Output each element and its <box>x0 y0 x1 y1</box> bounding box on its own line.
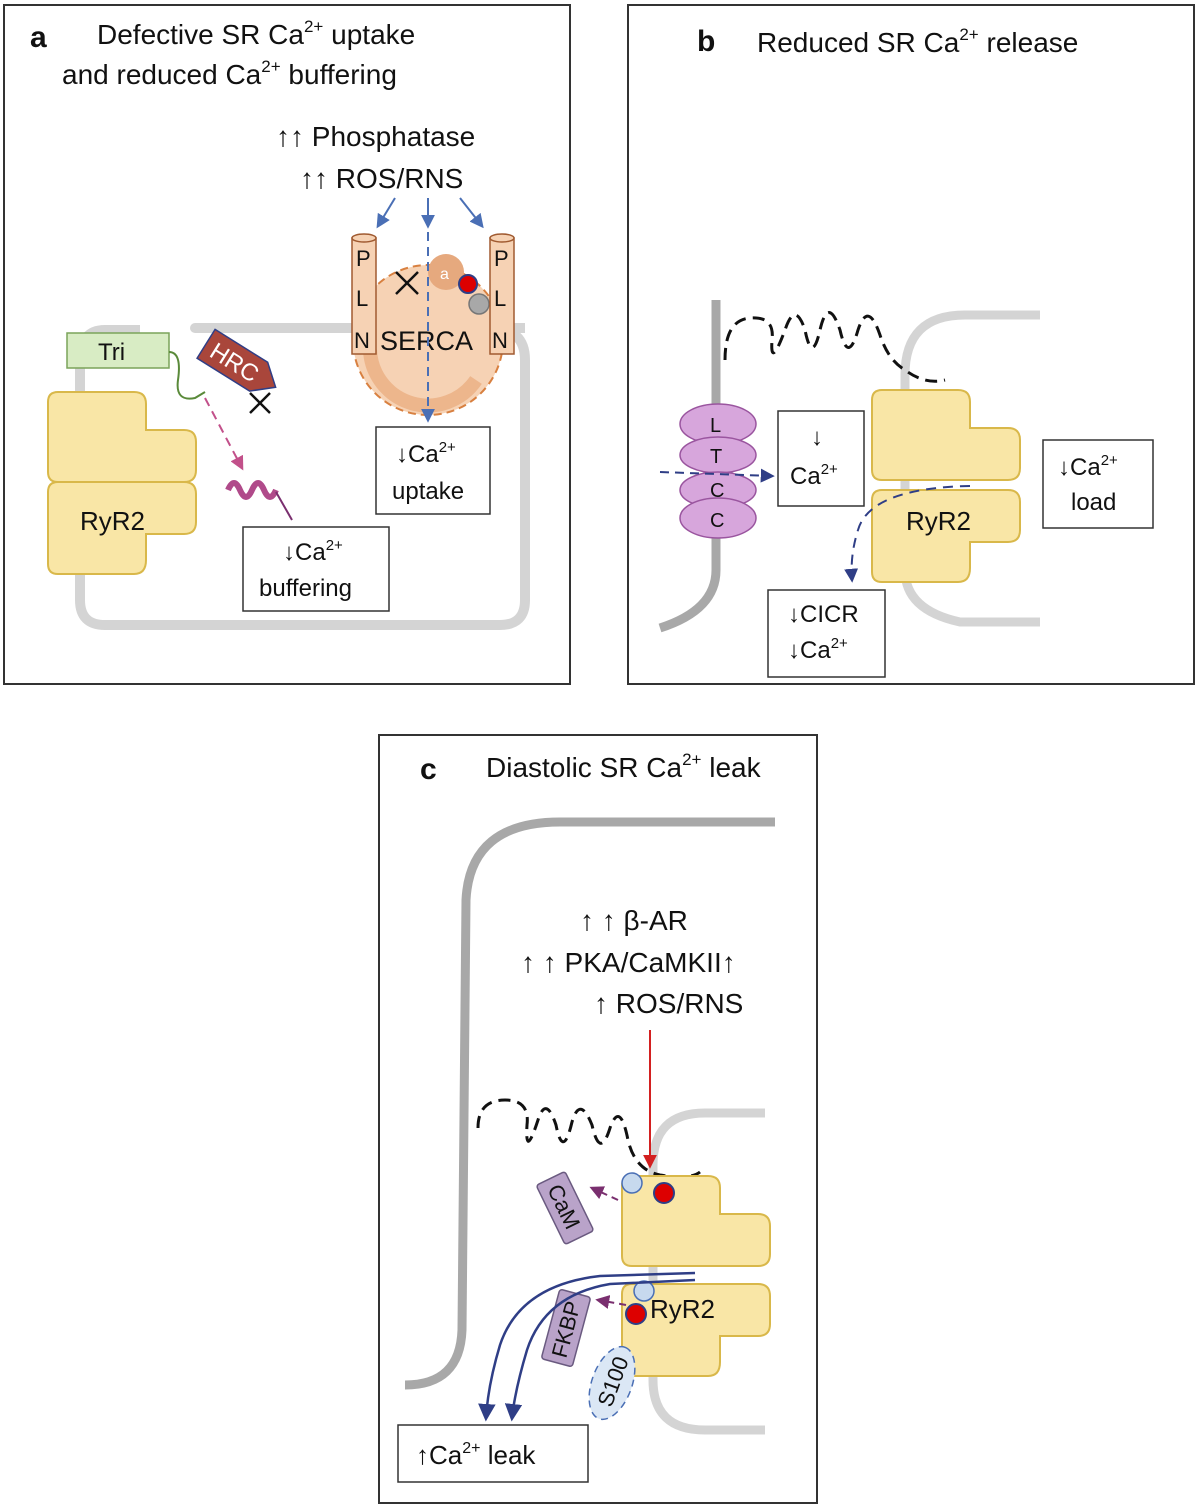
ca-load-line2: load <box>1071 489 1116 516</box>
cicr-arrow <box>844 485 971 583</box>
arrow-to-pln-left <box>376 197 396 229</box>
inhibition-x-hrc-2 <box>249 392 271 414</box>
panel-b-letter: b <box>697 25 715 58</box>
panel-a-title-line1: Defective SR Ca2+ uptake <box>97 17 415 50</box>
fkbp-dissociation-arrow <box>595 1295 627 1309</box>
panel-a-modulator-phosphatase: ↑↑ Phosphatase <box>276 121 475 152</box>
oxidation-site-lower <box>633 1280 655 1302</box>
ltcc-l: L <box>710 415 721 437</box>
panel-c-letter: c <box>420 753 437 786</box>
pln-right-l: L <box>494 286 506 311</box>
arrow-to-pln-right <box>459 197 484 229</box>
ca-load-box <box>1042 439 1154 529</box>
panel-c-title: Diastolic SR Ca2+ leak <box>486 750 762 783</box>
cicr-line1: ↓CICR <box>788 601 859 628</box>
ryr2-a-label: RyR2 <box>80 506 145 536</box>
serca-cycle-arrow <box>363 349 482 413</box>
hrc-buffering-arrow <box>204 397 244 471</box>
panel-c: c Diastolic SR Ca2+ leak ↑ ↑ β-AR ↑ ↑ PK… <box>378 734 818 1504</box>
panel-c-sarcolemma <box>404 817 775 1390</box>
ca-uptake-line1: ↓Ca2+ <box>396 439 456 468</box>
serca-label: SERCA <box>380 326 473 356</box>
pln-right-n: N <box>492 328 508 353</box>
serca-a-label: a <box>440 266 449 283</box>
ca-leak-box <box>397 1424 589 1483</box>
oxidation-site <box>468 293 490 315</box>
ltcc-t: T <box>710 446 722 468</box>
panel-a-title-line2: and reduced Ca2+ buffering <box>62 57 397 90</box>
pln-right: P L N <box>489 233 515 355</box>
panel-c-modulator-ros: ↑ ROS/RNS <box>594 988 743 1019</box>
phosphorylation-site-upper <box>653 1182 675 1204</box>
panel-c-sr-membrane <box>648 1108 765 1435</box>
panel-c-modulator-pka: ↑ ↑ PKA/CaMKII↑ <box>521 947 736 978</box>
inhibition-x-serca-2 <box>395 271 419 295</box>
ca-buffering-line1: ↓Ca2+ <box>283 537 343 566</box>
calsequestrin-helix <box>225 480 279 500</box>
ca-leak-arrow-2 <box>504 1278 696 1422</box>
ryr2-a: RyR2 <box>47 391 197 575</box>
pln-right-p: P <box>494 246 509 271</box>
phosphorylation-site-lower <box>625 1303 647 1325</box>
panel-b-sr-membrane <box>900 310 1040 627</box>
triadin-label: Tri <box>98 339 125 366</box>
ca-buffering-box <box>242 526 390 612</box>
panel-b-sarcolemma <box>658 300 721 633</box>
ca-buffering-line2: buffering <box>259 575 352 602</box>
serca-a-domain <box>428 254 464 290</box>
ca-influx-box <box>777 410 865 507</box>
cicr-line2: ↓Ca2+ <box>788 635 848 664</box>
triadin-linker <box>168 351 206 400</box>
ltcc-c1: C <box>710 480 724 502</box>
ca-load-line1: ↓Ca2+ <box>1058 452 1118 481</box>
pln-left: P L N <box>351 233 377 355</box>
ca-influx-line2: Ca2+ <box>790 461 838 490</box>
panel-a-letter: a <box>30 21 47 54</box>
ca-uptake-box <box>375 426 491 515</box>
panel-b: b Reduced SR Ca2+ release L T C C ↓ Ca2+ <box>627 4 1195 685</box>
ltcc-ca-influx-arrow <box>659 468 775 483</box>
junctophilin-c <box>476 1098 701 1179</box>
ltcc-c2: C <box>710 510 724 532</box>
pln-left-p: P <box>356 246 371 271</box>
ca-uptake-line2: uptake <box>392 478 464 505</box>
pln-left-n: N <box>354 328 370 353</box>
ryr2-b: RyR2 <box>871 389 1021 583</box>
panel-c-modulator-bar: ↑ ↑ β-AR <box>580 905 688 936</box>
oxidation-site-upper <box>621 1172 643 1194</box>
panel-a: a Defective SR Ca2+ uptake and reduced C… <box>3 4 571 685</box>
ca-leak-arrow-1 <box>478 1271 696 1422</box>
cicr-box <box>767 589 886 678</box>
pln-left-l: L <box>356 286 368 311</box>
helix-tether <box>275 491 293 521</box>
panel-b-title: Reduced SR Ca2+ release <box>757 25 1078 58</box>
junctophilin-b <box>723 311 946 383</box>
ca-leak-label: ↑Ca2+ leak <box>416 1440 536 1470</box>
ryr2-b-label: RyR2 <box>906 506 971 536</box>
cam-dissociation-arrow <box>589 1186 619 1201</box>
triadin <box>66 332 170 369</box>
ca-influx-line1: ↓ <box>811 424 823 451</box>
panel-a-modulator-ros: ↑↑ ROS/RNS <box>300 163 463 194</box>
ryr2-c-label: RyR2 <box>650 1294 715 1324</box>
phosphorylation-site <box>458 274 478 294</box>
ltcc: L T C C <box>679 403 757 539</box>
